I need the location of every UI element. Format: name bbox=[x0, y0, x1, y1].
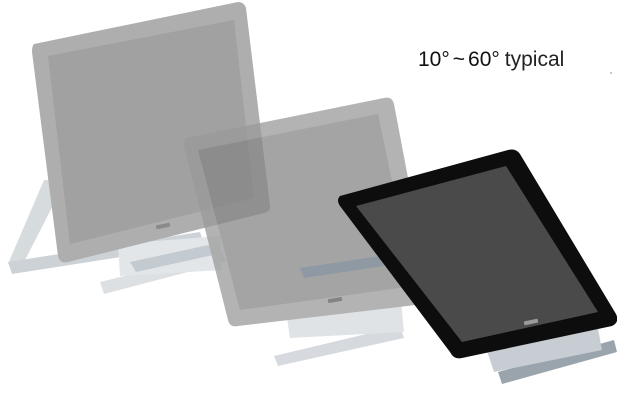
tilt-range-caption: 10°~60°typical bbox=[418, 48, 564, 72]
tilt-min-angle: 10° bbox=[418, 48, 450, 71]
decorative-dot bbox=[610, 72, 612, 74]
tilt-typical-label: typical bbox=[505, 48, 565, 71]
tilt-max-angle: 60° bbox=[468, 48, 500, 71]
tilt-range-separator: ~ bbox=[453, 48, 465, 71]
